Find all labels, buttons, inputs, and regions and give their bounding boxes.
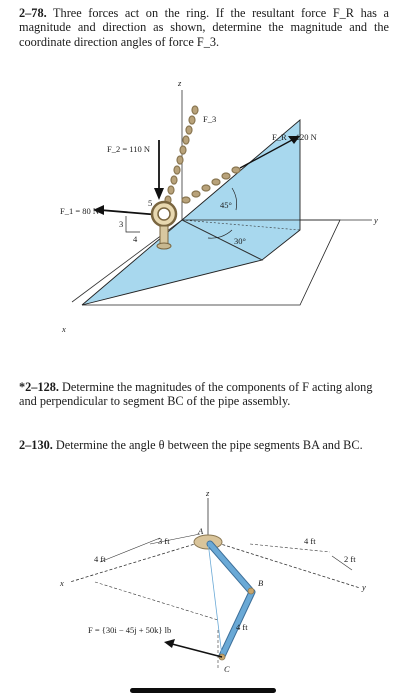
angle-30: 30°	[234, 236, 246, 246]
ring	[150, 200, 178, 250]
f3-label: F_3	[203, 114, 216, 124]
dim-2ft: 2 ft	[344, 554, 356, 564]
y-axis-label: y	[361, 582, 366, 592]
chain	[164, 105, 199, 205]
dim-4ft-bottom: 4 ft	[236, 622, 248, 632]
dim-3ft: 3 ft	[158, 536, 170, 546]
figure-pipe-assembly: z x y 3 ft 4 ft 4 ft 2 ft 4 ft A B C F =…	[59, 488, 366, 674]
problem-text: Determine the magnitudes of the componen…	[19, 380, 373, 409]
problem-2-130: 2–130. Determine the angle θ between the…	[19, 438, 385, 452]
force-label: F = {30i − 45j + 50k} lb	[88, 625, 171, 635]
dim-4ft-right: 4 ft	[304, 536, 316, 546]
f2-label: F_2 = 110 N	[107, 144, 150, 154]
slope-4: 4	[133, 234, 138, 244]
problem-number: 2–130.	[19, 438, 53, 452]
slope-5: 5	[148, 198, 152, 208]
fr-label: F_R = 120 N	[272, 132, 317, 142]
x-axis-label: x	[61, 324, 66, 334]
problem-text: Three forces act on the ring. If the res…	[19, 6, 390, 49]
f1-label: F_1 = 80 N	[60, 206, 99, 216]
figure-ring-forces: z x y F_3 F_2 = 110 N F_R = 120 N F_1 = …	[60, 78, 378, 334]
problem-number: 2–78.	[19, 6, 47, 20]
problem-text: Determine the angle θ between the pipe s…	[55, 438, 363, 452]
z-axis-label: z	[205, 488, 210, 498]
problem-2-78: 2–78. Three forces act on the ring. If t…	[19, 6, 389, 49]
point-b-label: B	[258, 578, 263, 588]
z-axis-label: z	[177, 78, 182, 88]
dim-4ft-left: 4 ft	[94, 554, 106, 564]
slope-3: 3	[119, 219, 123, 229]
angle-45: 45°	[220, 200, 232, 210]
y-axis-label: y	[373, 215, 378, 225]
point-c-label: C	[224, 664, 230, 674]
home-indicator[interactable]	[130, 688, 276, 693]
problem-number: *2–128.	[19, 380, 59, 394]
point-a-label: A	[197, 526, 204, 536]
chain-fr	[181, 166, 241, 204]
problem-2-128: *2–128. Determine the magnitudes of the …	[19, 380, 385, 409]
x-axis-label: x	[59, 578, 64, 588]
